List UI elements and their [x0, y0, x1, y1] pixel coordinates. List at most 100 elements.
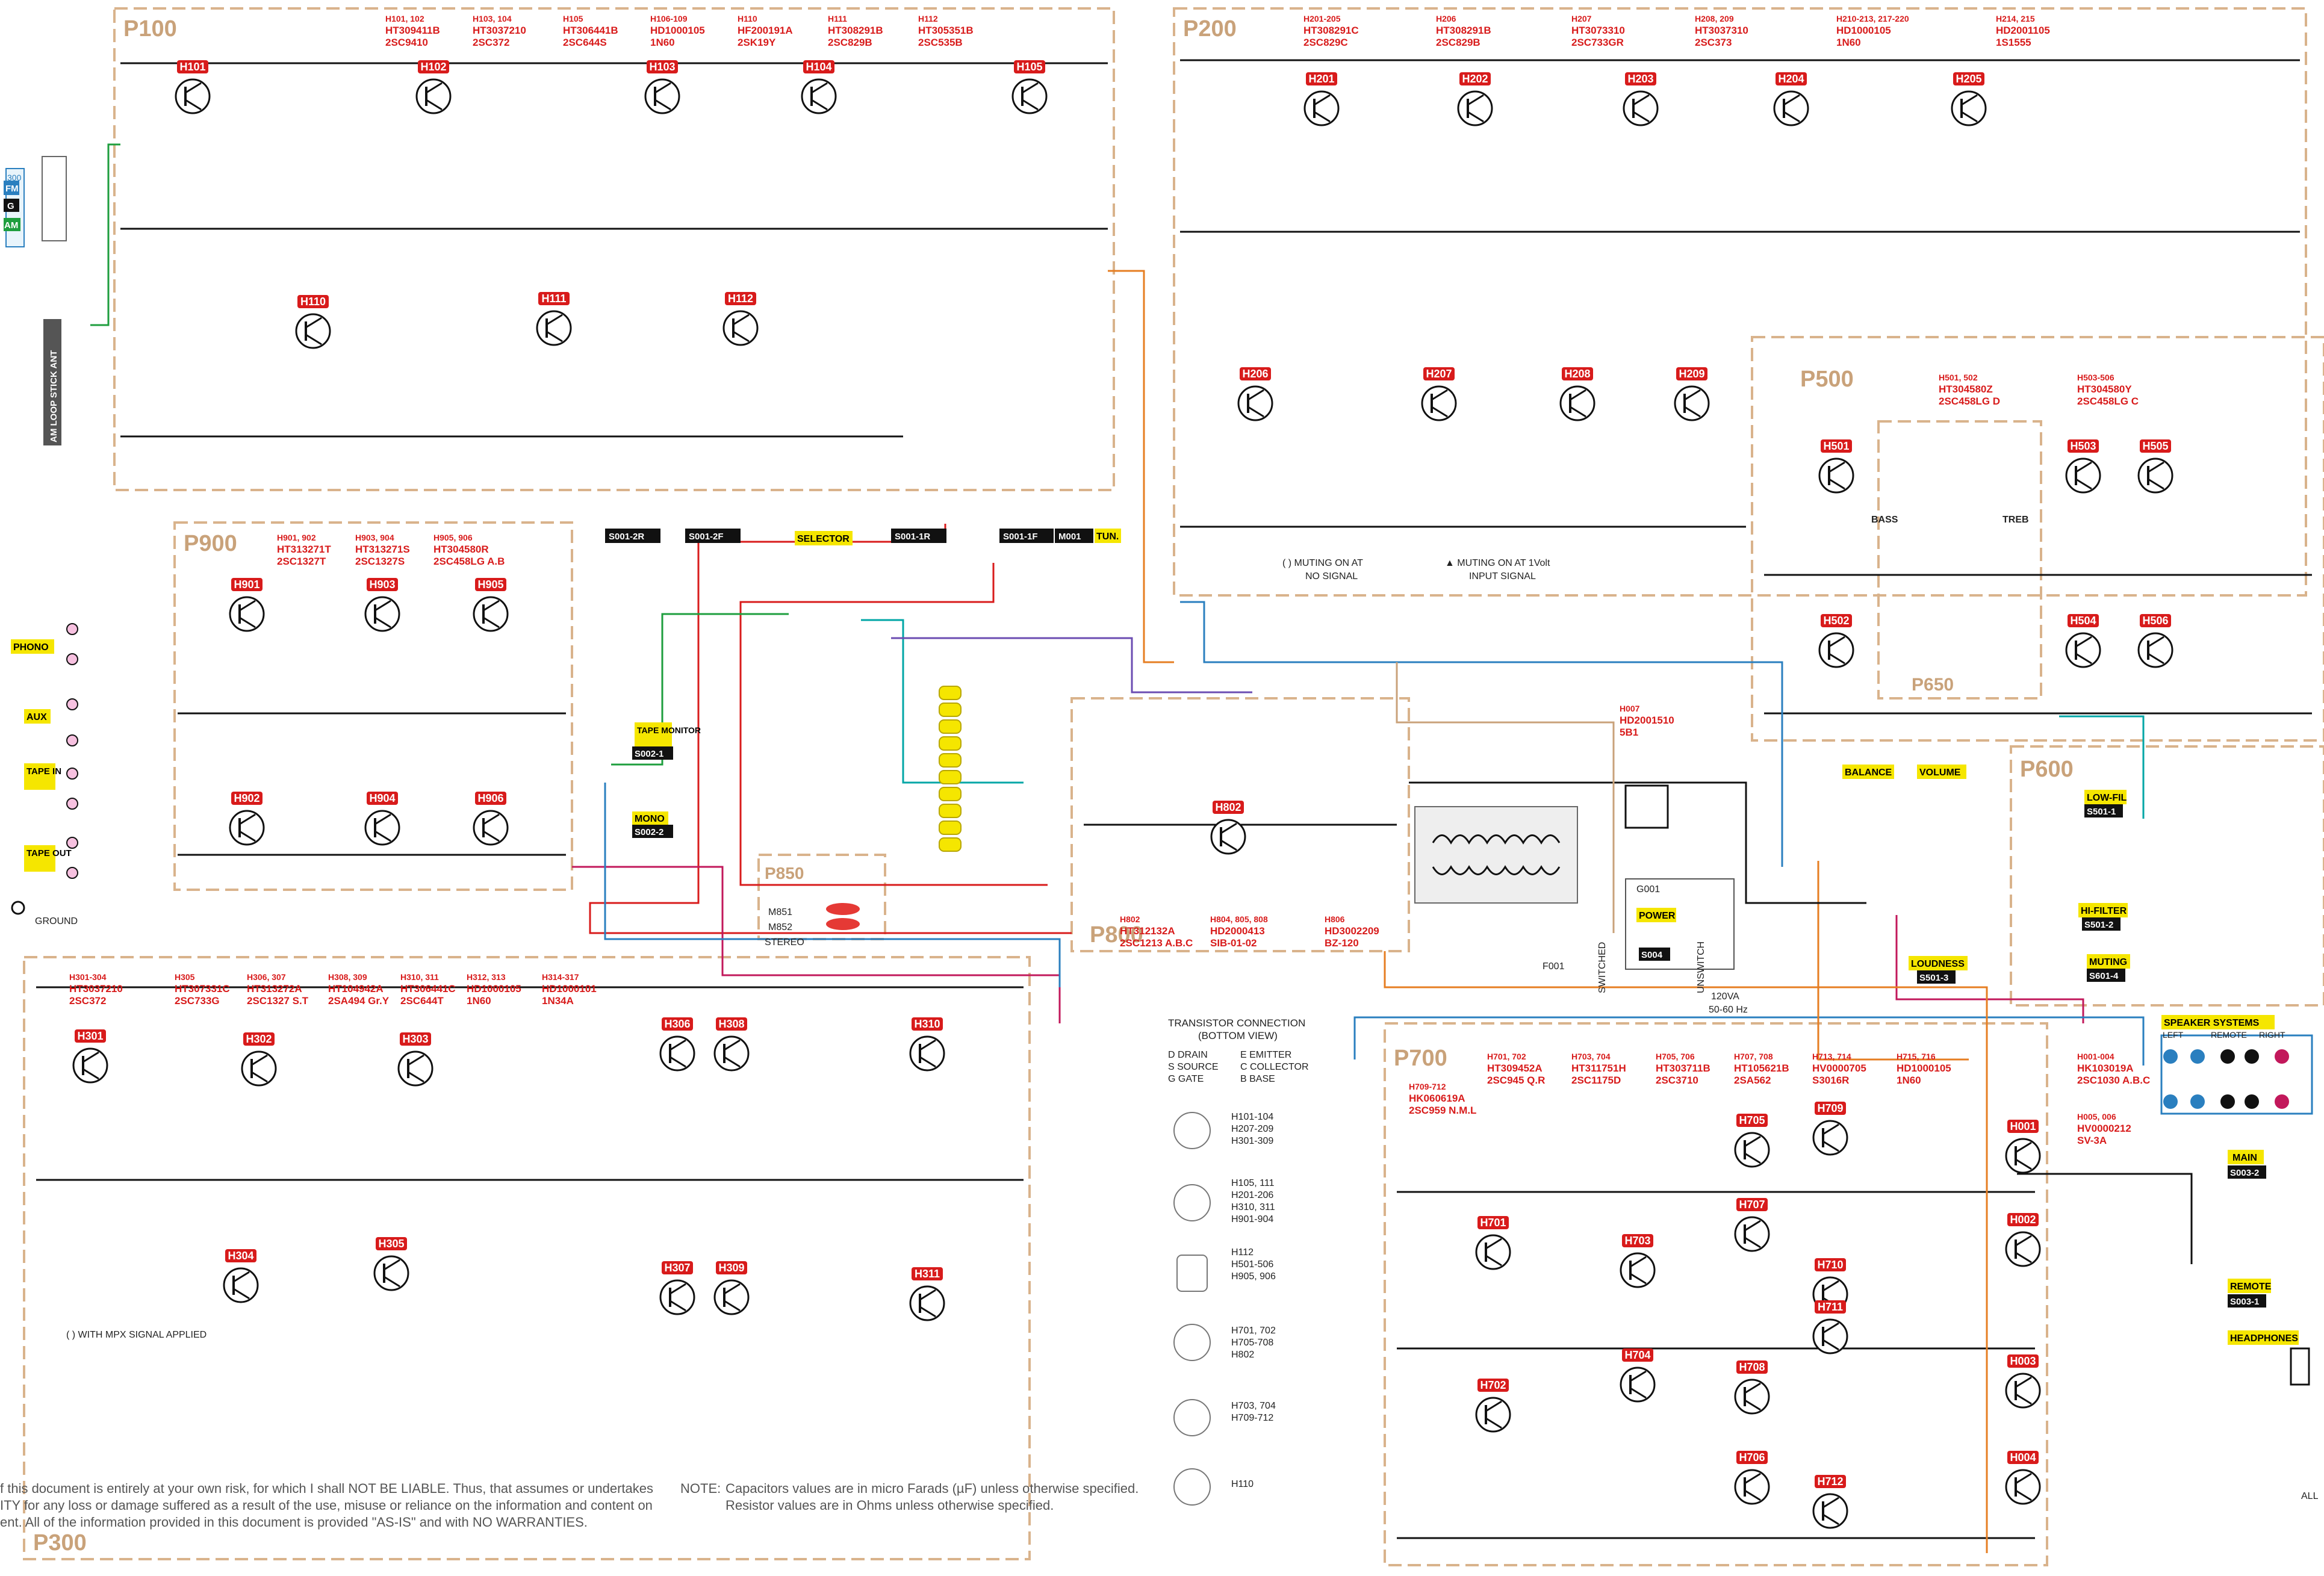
part-header-line1: HT308291B [828, 25, 883, 36]
label-ground: GROUND [35, 916, 78, 926]
legend-group-item: H501-506 [1231, 1259, 1273, 1270]
legend-group-item: H709-712 [1231, 1413, 1273, 1423]
muting-note-3: ▲ MUTING ON AT 1Volt [1445, 558, 1550, 568]
part-header-refs: H207 [1571, 14, 1592, 23]
part-header-line1: HT3073310 [1571, 25, 1625, 36]
frame-p300 [23, 956, 1031, 1560]
input-jacks: PHONO AUX TAPE IN TAPE OUT GROUND [11, 623, 78, 926]
label-s5003-2: S003-2 [2230, 1168, 2259, 1178]
label-remote: REMOTE [2211, 1030, 2247, 1040]
label-low-fil: LOW-FIL [2087, 793, 2127, 803]
transistor-h711: H711 [1812, 1300, 1848, 1354]
transistor-h902: H902 [229, 792, 265, 846]
muting-note-1: ( ) MUTING ON AT [1282, 558, 1363, 568]
transistor-h103: H103 [644, 60, 680, 114]
antenna-terminals: 300 75 FM G AM AM LOOP STICK ANT [4, 156, 67, 445]
disclaimer-line-1: f this document is entirely at your own … [0, 1481, 653, 1496]
label-left: LEFT [2163, 1030, 2184, 1040]
label-s5001-2: S501-2 [2084, 920, 2113, 930]
transistor-label: H706 [1739, 1451, 1765, 1463]
part-header-line2: SIB-01-02 [1210, 937, 1257, 949]
part-header-refs: H305 [175, 972, 195, 982]
part-header-refs: H306, 307 [247, 972, 286, 982]
frame-p800 [1070, 697, 1410, 952]
transistor-h712: H712 [1812, 1475, 1848, 1529]
label-300: 300 [7, 173, 22, 182]
transistor-label: H709 [1817, 1102, 1843, 1114]
part-header-refs: H903, 904 [355, 533, 394, 542]
part-header-refs: H804, 805, 808 [1210, 914, 1268, 924]
muting-note-4: INPUT SIGNAL [1469, 571, 1536, 582]
part-header-refs: H501, 502 [1939, 373, 1978, 382]
label-volume: VOLUME [1919, 768, 1961, 778]
label-speaker-systems: SPEAKER SYSTEMS [2164, 1018, 2260, 1028]
transistor-h502: H502 [1818, 614, 1854, 668]
transistor-label: H712 [1817, 1475, 1843, 1488]
legend-subtitle: (BOTTOM VIEW) [1198, 1030, 1278, 1041]
part-header-line2: 2SK19Y [738, 37, 776, 48]
label-s5001-1: S501-1 [2087, 807, 2116, 817]
title-p650: P650 [1912, 675, 1954, 695]
part-header-line2: 2SC458LG A.B [433, 556, 505, 567]
part-header-line1: HV0000212 [2077, 1123, 2131, 1134]
label-s5003-1: S003-1 [2230, 1297, 2259, 1307]
transistor-label: H110 [300, 296, 326, 308]
label-s5001-3: S501-3 [1919, 973, 1948, 983]
label-tape-in: TAPE IN [26, 766, 61, 777]
frame-p200 [1173, 7, 2307, 597]
part-header-line1: HT308291C [1303, 25, 1359, 36]
title-p300: P300 [33, 1530, 87, 1556]
label-g001: G001 [1636, 884, 1660, 895]
title-p100: P100 [123, 16, 177, 42]
transistor-label: H505 [2142, 440, 2168, 452]
label-phono: PHONO [13, 642, 49, 653]
frame-p650 [1877, 420, 2042, 700]
transistor-label: H903 [369, 579, 395, 591]
part-header-line1: HD3002209 [1325, 925, 1379, 937]
label-treb: TREB [2002, 515, 2029, 525]
part-header-line2: 2SC372 [473, 37, 509, 48]
transistor-label: H702 [1480, 1379, 1506, 1391]
transistor-h802: H802 [1210, 801, 1246, 855]
transistor-label: H004 [2010, 1451, 2036, 1463]
frame-p500 [1751, 336, 2324, 742]
frame-p100 [113, 7, 1115, 491]
disclaimer-line-2: ITY for any loss or damage suffered as a… [0, 1498, 653, 1513]
transistor-h304: H304 [223, 1249, 259, 1303]
legend-group-item: H901-904 [1231, 1214, 1273, 1224]
part-header-line1: HT304580Y [2077, 383, 2132, 395]
label-hi-filter: HI-FILTER [2081, 906, 2127, 916]
transistor-label: H501 [1823, 440, 1849, 452]
label-headphones: HEADPHONES [2230, 1333, 2298, 1344]
title-p700: P700 [1394, 1046, 1447, 1071]
transistor-label: H905 [477, 579, 503, 591]
disclaimer-line-3: ent. All of the information provided in … [0, 1515, 588, 1530]
part-header-refs: H713, 714 [1812, 1052, 1851, 1061]
transistor-label: H103 [649, 61, 675, 73]
switch-labels: S001-2R S001-2F SELECTOR S001-1R S001-1F… [605, 515, 2130, 1015]
part-header-refs: H214, 215 [1996, 14, 2035, 23]
part-header-line2: 2SC829C [1303, 37, 1348, 48]
label-mono: MONO [635, 814, 665, 824]
part-header-line1: HD1000105 [1897, 1063, 1951, 1074]
transistor-label: H705 [1739, 1114, 1765, 1126]
part-header-line2: 2SC3710 [1656, 1075, 1698, 1086]
part-header-line1: HT309452A [1487, 1063, 1543, 1074]
label-switched: SWITCHED [1597, 942, 1608, 993]
part-header-line1: HT309411B [385, 25, 440, 36]
part-header-refs: H206 [1436, 14, 1456, 23]
part-header-line1: HD2000413 [1210, 925, 1265, 937]
part-header-refs: H101, 102 [385, 14, 424, 23]
